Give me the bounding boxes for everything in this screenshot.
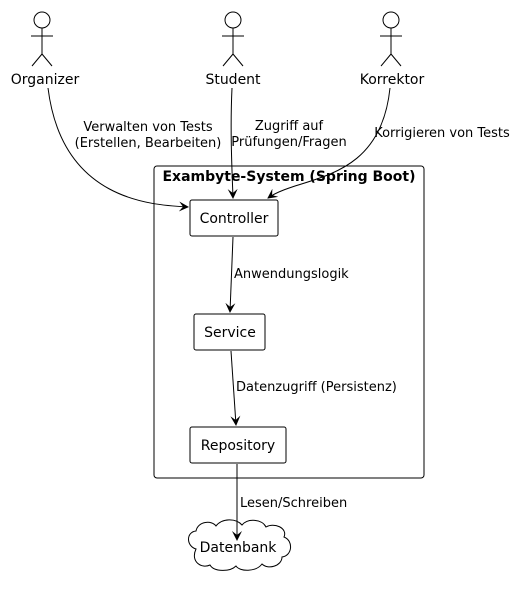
cloud-icon [188, 519, 291, 571]
repository-component: Repository [189, 426, 287, 464]
service-label: Service [204, 325, 256, 341]
edge-organizer-controller: Verwalten von Tests (Erstellen, Bearbeit… [47, 87, 222, 212]
stick-figure-icon [31, 11, 53, 67]
system-boundary: Exambyte-System (Spring Boot) [153, 165, 425, 479]
student-label: Student [205, 72, 261, 88]
korrektor-label: Korrektor [360, 72, 425, 88]
stick-figure-icon [380, 11, 402, 67]
edge-label: Korrigieren von Tests [374, 126, 510, 141]
edge-student-controller: Zugriff auf Prüfungen/Fragen [227, 87, 347, 199]
edge-repository-database: Lesen/Schreiben [232, 464, 347, 541]
edge-label: Zugriff auf [255, 119, 324, 134]
system-title: Exambyte-System (Spring Boot) [162, 169, 415, 185]
edge-label: Anwendungslogik [234, 267, 349, 282]
student-actor: Student [205, 11, 261, 88]
controller-component: Controller [189, 199, 279, 237]
edge-korrektor-controller: Korrigieren von Tests [267, 87, 510, 199]
korrektor-actor: Korrektor [360, 11, 425, 88]
stick-figure-icon [222, 11, 244, 67]
edge-label: (Erstellen, Bearbeiten) [75, 136, 222, 151]
edge-label: Lesen/Schreiben [240, 496, 347, 511]
service-component: Service [193, 313, 266, 351]
database-node: Datenbank [188, 519, 291, 571]
controller-label: Controller [200, 211, 269, 227]
organizer-actor: Organizer [11, 11, 80, 88]
organizer-label: Organizer [11, 72, 80, 88]
edge-label: Verwalten von Tests [83, 120, 213, 135]
database-label: Datenbank [200, 540, 278, 556]
edge-label: Prüfungen/Fragen [231, 135, 346, 150]
edge-service-repository: Datenzugriff (Persistenz) [230, 350, 397, 426]
repository-label: Repository [201, 438, 275, 454]
edge-label: Datenzugriff (Persistenz) [236, 380, 397, 395]
edge-controller-service: Anwendungslogik [225, 236, 349, 313]
